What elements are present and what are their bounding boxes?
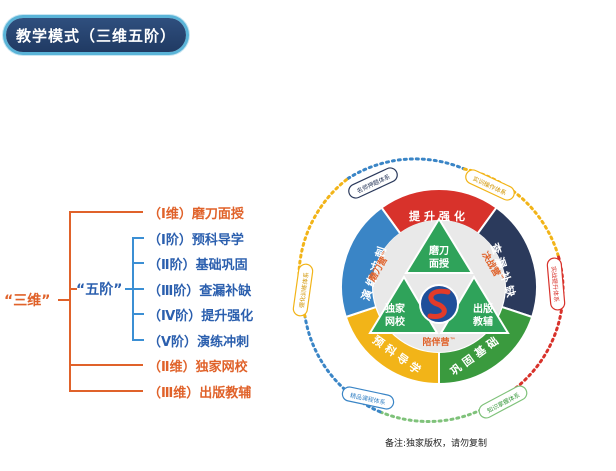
tree-main-vertical — [69, 211, 71, 392]
dim-3-name: 出版教辅 — [199, 386, 252, 401]
stage-2-name: 基础巩固 — [195, 258, 248, 273]
dim-2-num: （Ⅱ维） — [148, 360, 196, 375]
tag-jingpin: 精品课程体系 — [341, 386, 395, 410]
stage-5: （Ⅴ阶）演练冲刺 — [148, 331, 249, 350]
triangle-top — [404, 217, 474, 274]
stage-4-num: （Ⅳ阶） — [148, 309, 202, 324]
copyright-note: 备注:独家版权，请勿复制 — [385, 439, 488, 449]
inner-label-right-2: 教辅 — [472, 315, 493, 328]
camp-peiban: 陪伴营™ — [422, 336, 455, 348]
tag-qianghua: 强化训练体系 — [292, 263, 314, 317]
dim-1-num: （Ⅰ维） — [148, 207, 192, 222]
ring-label-red: 提升强化 — [409, 209, 469, 223]
dim-2-name: 独家网校 — [195, 360, 248, 375]
dim-1-name: 磨刀面授 — [191, 207, 244, 222]
stage-connector — [125, 288, 133, 290]
stage-3: （Ⅲ阶）查漏补缺 — [148, 280, 251, 299]
center-logo — [419, 284, 459, 324]
inner-label-right-1: 出版 — [473, 302, 493, 315]
page-title: 教学模式（三维五阶） — [6, 18, 186, 52]
tree-root-label: “三维” — [4, 293, 51, 309]
stage-1-num: （Ⅰ阶） — [148, 233, 192, 248]
tree-branch-dim2 — [69, 364, 143, 366]
stage-1: （Ⅰ阶）预科导学 — [148, 229, 244, 248]
stage-5-name: 演练冲刺 — [197, 335, 250, 350]
tree-branch-dim1 — [69, 211, 143, 213]
inner-label-left-1: 独家 — [385, 302, 406, 315]
inner-label-left-2: 网校 — [385, 315, 406, 328]
tree-branch-five — [69, 288, 77, 290]
stage-2: （Ⅱ阶）基础巩固 — [148, 254, 248, 273]
stage-branch-2 — [132, 262, 144, 264]
dim-2: （Ⅱ维）独家网校 — [148, 356, 248, 375]
dim-1: （Ⅰ维）磨刀面授 — [148, 203, 244, 222]
stage-2-num: （Ⅱ阶） — [148, 258, 196, 273]
stage-branch-5 — [132, 339, 144, 341]
dim-3: （Ⅲ维）出版教辅 — [148, 382, 251, 401]
stage-4: （Ⅳ阶）提升强化 — [148, 305, 253, 324]
stage-1-name: 预科导学 — [191, 233, 244, 248]
tag-mingshi: 名师押题体系 — [348, 167, 398, 199]
tree-branch-dim3 — [69, 390, 143, 392]
svg-text:实战提升体系: 实战提升体系 — [549, 266, 560, 303]
triangle-group — [368, 217, 510, 334]
stage-branch-1 — [132, 237, 144, 239]
five-stage-label: “五阶” — [76, 282, 123, 298]
dim-3-num: （Ⅲ维） — [148, 386, 200, 401]
tree-root-connector — [58, 299, 70, 301]
stage-4-name: 提升强化 — [201, 309, 254, 324]
stage-branch-3 — [132, 288, 144, 290]
stage-branch-4 — [132, 313, 144, 315]
stage-3-name: 查漏补缺 — [199, 284, 252, 299]
stage-3-num: （Ⅲ阶） — [148, 284, 200, 299]
tag-zhishi: 知识掌握体系 — [478, 385, 528, 419]
stage-5-num: （Ⅴ阶） — [148, 335, 198, 350]
inner-label-top-2: 面授 — [429, 257, 450, 270]
inner-label-top-1: 磨刀 — [428, 244, 449, 257]
tag-shizhan: 实战提升体系 — [546, 257, 566, 311]
